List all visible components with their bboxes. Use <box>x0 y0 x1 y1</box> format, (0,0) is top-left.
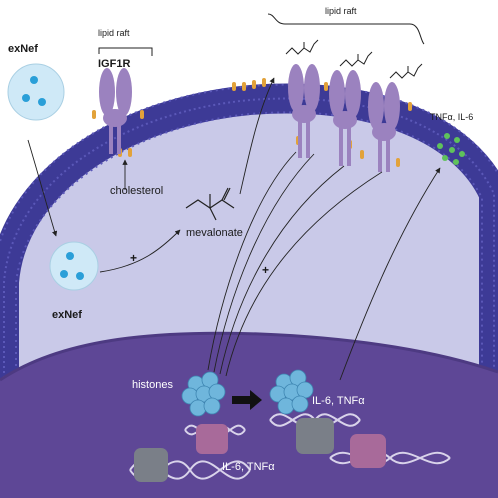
label-lipid-raft-left: lipid raft <box>98 28 130 38</box>
label-cytokines-out: TNFα, IL-6 <box>430 112 473 122</box>
label-plus-1: + <box>130 251 137 265</box>
label-lipid-raft-right: lipid raft <box>325 6 357 16</box>
label-exnef-outside: exNef <box>8 43 38 55</box>
lipid-raft-bracket-right <box>267 13 425 45</box>
label-plus-2: + <box>262 263 269 277</box>
label-igf1r: IGF1R <box>98 58 130 70</box>
histone-icon <box>181 369 314 417</box>
label-il6-tnf-bottom: IL-6, TNFα <box>222 461 275 473</box>
vesicle-icon <box>7 63 99 291</box>
receptor-icon <box>99 64 400 172</box>
nucleus <box>0 333 498 498</box>
label-il6-tnf-right: IL-6, TNFα <box>312 395 365 407</box>
cell-membrane <box>0 83 498 498</box>
lipid-raft-bracket-left <box>98 47 153 56</box>
conversion-arrow <box>232 390 262 410</box>
label-cholesterol: cholesterol <box>110 185 163 197</box>
label-histones: histones <box>132 379 173 391</box>
pathway-arrows <box>27 77 441 381</box>
label-mevalonate: mevalonate <box>186 227 243 239</box>
label-exnef-inside: exNef <box>52 309 82 321</box>
mevalonate-structure-icon <box>185 187 235 221</box>
cytokine-dot-icon <box>437 133 465 165</box>
cholesterol-chain-icon <box>285 39 423 79</box>
nucleosome-blocks <box>134 418 386 482</box>
